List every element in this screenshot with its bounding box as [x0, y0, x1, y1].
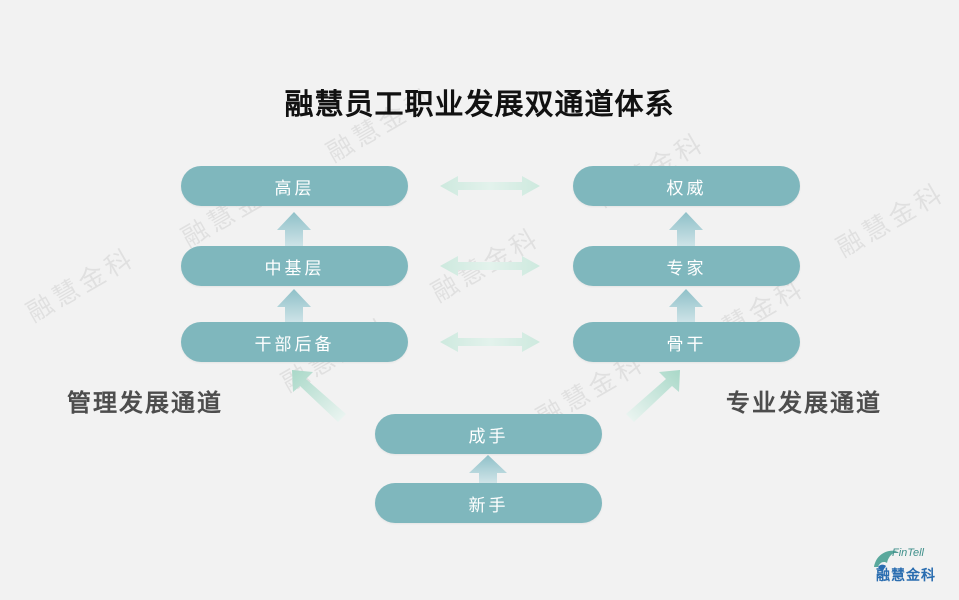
logo-english-text: FinTell [892, 547, 924, 559]
arrow-up-icon [277, 289, 311, 323]
level-pill-backbone: 骨干 [573, 322, 800, 362]
company-logo: FinTell 融慧金科 [870, 545, 950, 590]
arrow-up-icon [469, 455, 507, 483]
level-pill-expert: 专家 [573, 246, 800, 286]
level-pill-top-management: 高层 [181, 166, 408, 206]
double-arrow-icon [440, 176, 540, 196]
arrow-up-icon [277, 212, 311, 247]
arrow-up-icon [669, 212, 703, 247]
level-pill-middle-management: 中基层 [181, 246, 408, 286]
diagram-title: 融慧员工职业发展双通道体系 [284, 87, 675, 122]
level-pill-newcomer: 新手 [375, 483, 602, 523]
level-pill-skilled: 成手 [375, 414, 602, 454]
dolphin-icon [874, 550, 898, 572]
logo-chinese-text: 融慧金科 [876, 568, 936, 584]
arrow-diagonal-left-icon [292, 370, 346, 422]
double-arrow-icon [440, 332, 540, 352]
arrow-diagonal-right-icon [626, 370, 680, 422]
level-pill-authority: 权威 [573, 166, 800, 206]
management-track-label: 管理发展通道 [67, 389, 223, 417]
arrow-up-icon [669, 289, 703, 323]
level-pill-cadre-reserve: 干部后备 [181, 322, 408, 362]
double-arrow-icon [440, 256, 540, 276]
professional-track-label: 专业发展通道 [726, 389, 882, 417]
